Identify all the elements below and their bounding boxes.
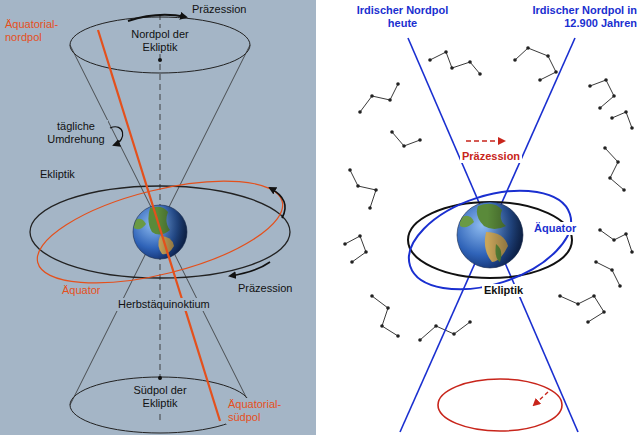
label: Nordpol der Ekliptik <box>120 28 200 54</box>
label: Äquator <box>60 284 103 297</box>
label: Herbstäquinoktium <box>116 298 212 311</box>
label: tägliche Umdrehung <box>44 120 108 146</box>
label: Präzession <box>190 3 248 16</box>
label: Irdischer Nordpol heute <box>345 4 460 30</box>
label: Ekliptik <box>482 284 525 297</box>
label: Äquatorial-südpol <box>226 398 296 424</box>
label: Ekliptik <box>38 168 77 181</box>
earth-globe <box>456 200 526 270</box>
left-panel <box>0 0 316 435</box>
label: Südpol der Ekliptik <box>120 384 200 410</box>
label: Äquatorial-nordpol <box>3 18 69 44</box>
right-panel <box>345 38 632 432</box>
label: Irdischer Nordpol in 12.900 Jahren <box>522 4 639 30</box>
label: Präzession <box>236 282 294 295</box>
label: Äquator <box>532 222 578 235</box>
label: Präzession <box>460 150 522 163</box>
